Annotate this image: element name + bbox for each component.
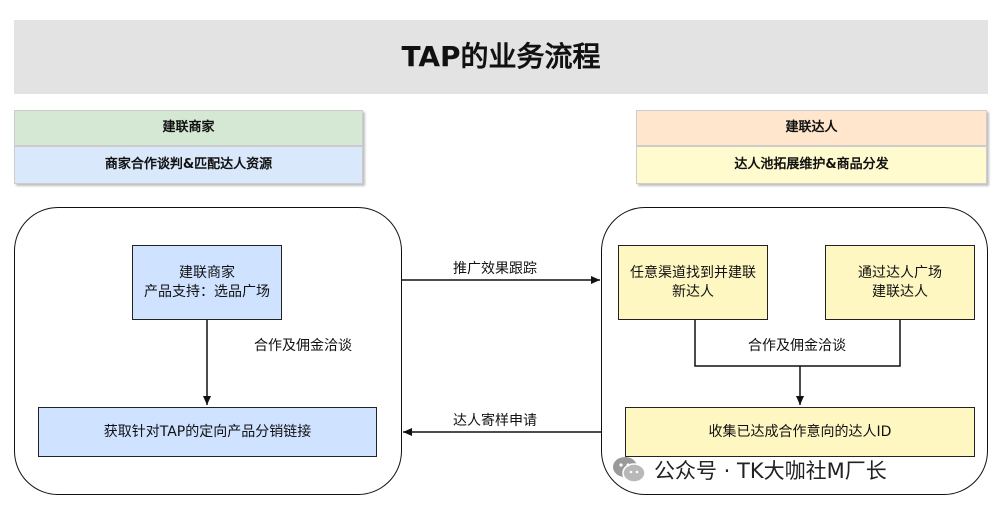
collect-influencer-id-node: 收集已达成合作意向的达人ID [625, 407, 975, 457]
page-title: TAP的业务流程 [14, 20, 988, 94]
wechat-icon [612, 456, 646, 484]
merchant-connect-node: 建联商家 产品支持：选品广场 [132, 245, 282, 320]
merchant-subheader: 商家合作谈判&匹配达人资源 [14, 146, 363, 184]
influencer-header: 建联达人 [636, 110, 987, 146]
merchant-negotiation-label: 合作及佣金洽谈 [254, 338, 352, 354]
sample-request-label: 达人寄样申请 [453, 413, 537, 429]
influencer-square-node: 通过达人广场 建联达人 [825, 245, 975, 320]
account-watermark: 公众号 · TK大咖社M厂长 [612, 455, 887, 485]
influencer-subheader: 达人池拓展维护&商品分发 [636, 146, 987, 184]
new-influencer-node: 任意渠道找到并建联 新达人 [618, 245, 768, 320]
influencer-negotiation-label: 合作及佣金洽谈 [748, 338, 846, 354]
promotion-tracking-label: 推广效果跟踪 [453, 261, 537, 277]
merchant-header: 建联商家 [14, 110, 363, 146]
account-name: 公众号 · TK大咖社M厂长 [654, 459, 887, 483]
distribution-link-node: 获取针对TAP的定向产品分销链接 [38, 407, 377, 457]
